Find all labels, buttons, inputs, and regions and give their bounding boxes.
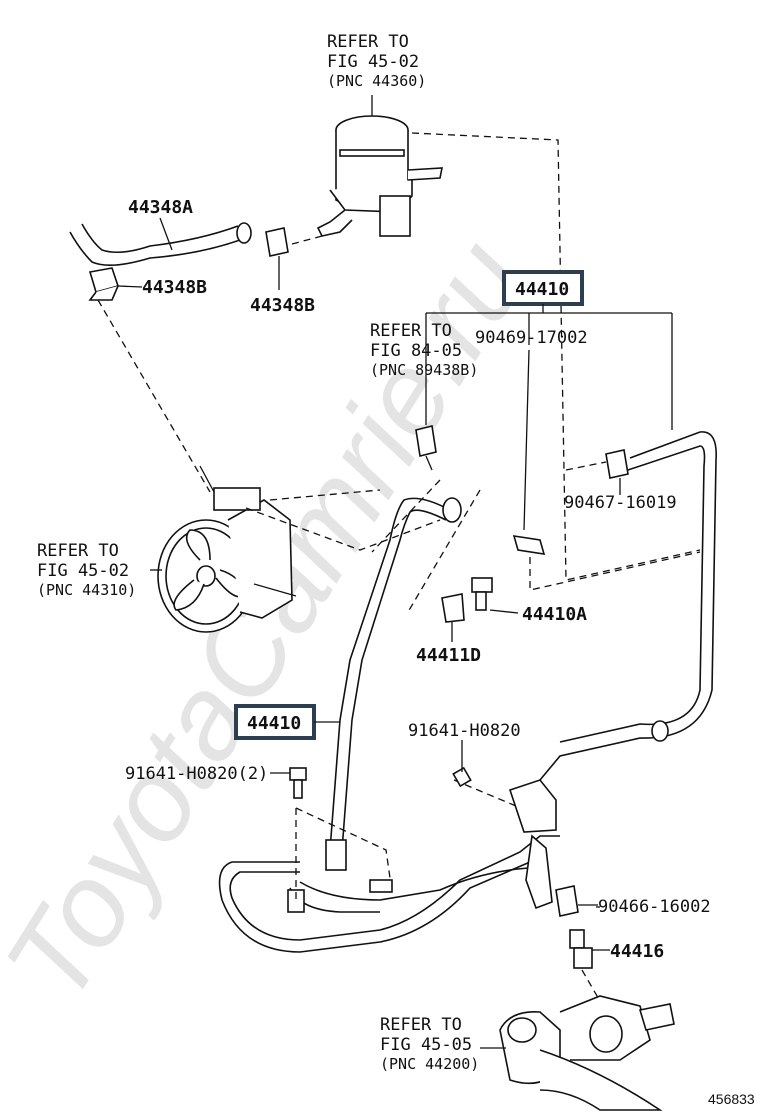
leader-clamp-c (565, 461, 607, 471)
bolt-91641-right-drawing (452, 740, 472, 788)
svg-text:FIG 45-02: FIG 45-02 (327, 52, 419, 72)
label-90467-16019: 90467-16019 (564, 493, 677, 513)
watermark-text: ToyotaCamrie.ru (0, 218, 552, 1024)
leader-pump-group (371, 479, 481, 613)
svg-text:(PNC 44360): (PNC 44360) (327, 72, 426, 90)
clamp-44348b-right-drawing (265, 227, 289, 290)
label-91641-h0820-2: 91641-H0820(2) (125, 764, 268, 784)
clip-90469-drawing (512, 535, 546, 555)
reservoir-drawing (316, 95, 443, 237)
label-91641-h0820: 91641-H0820 (408, 721, 521, 741)
pump-ref-label: REFER TO FIG 45-02 (PNC 44310) (37, 541, 136, 599)
pump-drawing (157, 465, 297, 633)
svg-text:REFER TO: REFER TO (37, 541, 119, 561)
union-44416-drawing (569, 929, 610, 969)
gear-ref-label: REFER TO FIG 45-05 (PNC 44200) (380, 1015, 479, 1073)
leader-reservoir (411, 132, 701, 581)
pressure-hose-drawing (325, 497, 462, 871)
svg-text:(PNC 44310): (PNC 44310) (37, 581, 136, 599)
figure-number: 456833 (708, 1091, 755, 1107)
label-44348a: 44348A (128, 197, 193, 218)
label-44411d: 44411D (416, 645, 481, 666)
label-90466-16002: 90466-16002 (598, 897, 711, 917)
svg-text:REFER TO: REFER TO (370, 321, 452, 341)
pipe-assembly-drawing (218, 779, 560, 953)
leader-clip (529, 545, 701, 591)
sensor-ref-label: REFER TO FIG 84-05 (PNC 89438B) (370, 321, 478, 379)
clamp-90466-drawing (555, 885, 598, 917)
bolt-44410a-drawing (471, 577, 519, 614)
label-44410-left: 44410 (247, 713, 301, 734)
bolt-91641-left-drawing (289, 767, 307, 799)
sensor-switch-drawing (415, 425, 437, 471)
reservoir-ref-label: REFER TO FIG 45-02 (PNC 44360) (327, 32, 426, 90)
svg-text:REFER TO: REFER TO (380, 1015, 462, 1035)
leader-pump (245, 489, 441, 551)
leader-bolts (295, 779, 517, 900)
clamp-44348b-left-drawing (88, 267, 143, 301)
svg-text:FIG 45-02: FIG 45-02 (37, 561, 129, 581)
label-44410a: 44410A (522, 604, 587, 625)
leader-clamp-b (97, 299, 211, 493)
label-44416: 44416 (610, 941, 664, 962)
svg-text:(PNC 89438B): (PNC 89438B) (370, 361, 478, 379)
label-90469-17002: 90469-17002 (475, 328, 588, 348)
clamp-44411d-drawing (441, 593, 465, 642)
steering-gear-drawing (480, 995, 675, 1111)
bracket-44410-top (425, 270, 673, 531)
label-44348b-right: 44348B (250, 295, 315, 316)
svg-text:FIG 84-05: FIG 84-05 (370, 341, 462, 361)
svg-text:(PNC 44200): (PNC 44200) (380, 1055, 479, 1073)
label-44348b-left: 44348B (142, 277, 207, 298)
label-box-44410-left (234, 704, 316, 740)
return-hose-drawing (539, 431, 717, 781)
svg-text:FIG 45-05: FIG 45-05 (380, 1035, 472, 1055)
leader-clamp-a (291, 235, 323, 245)
hose-44348a-drawing (69, 217, 252, 266)
svg-text:REFER TO: REFER TO (327, 32, 409, 52)
label-44410-top: 44410 (515, 279, 569, 300)
